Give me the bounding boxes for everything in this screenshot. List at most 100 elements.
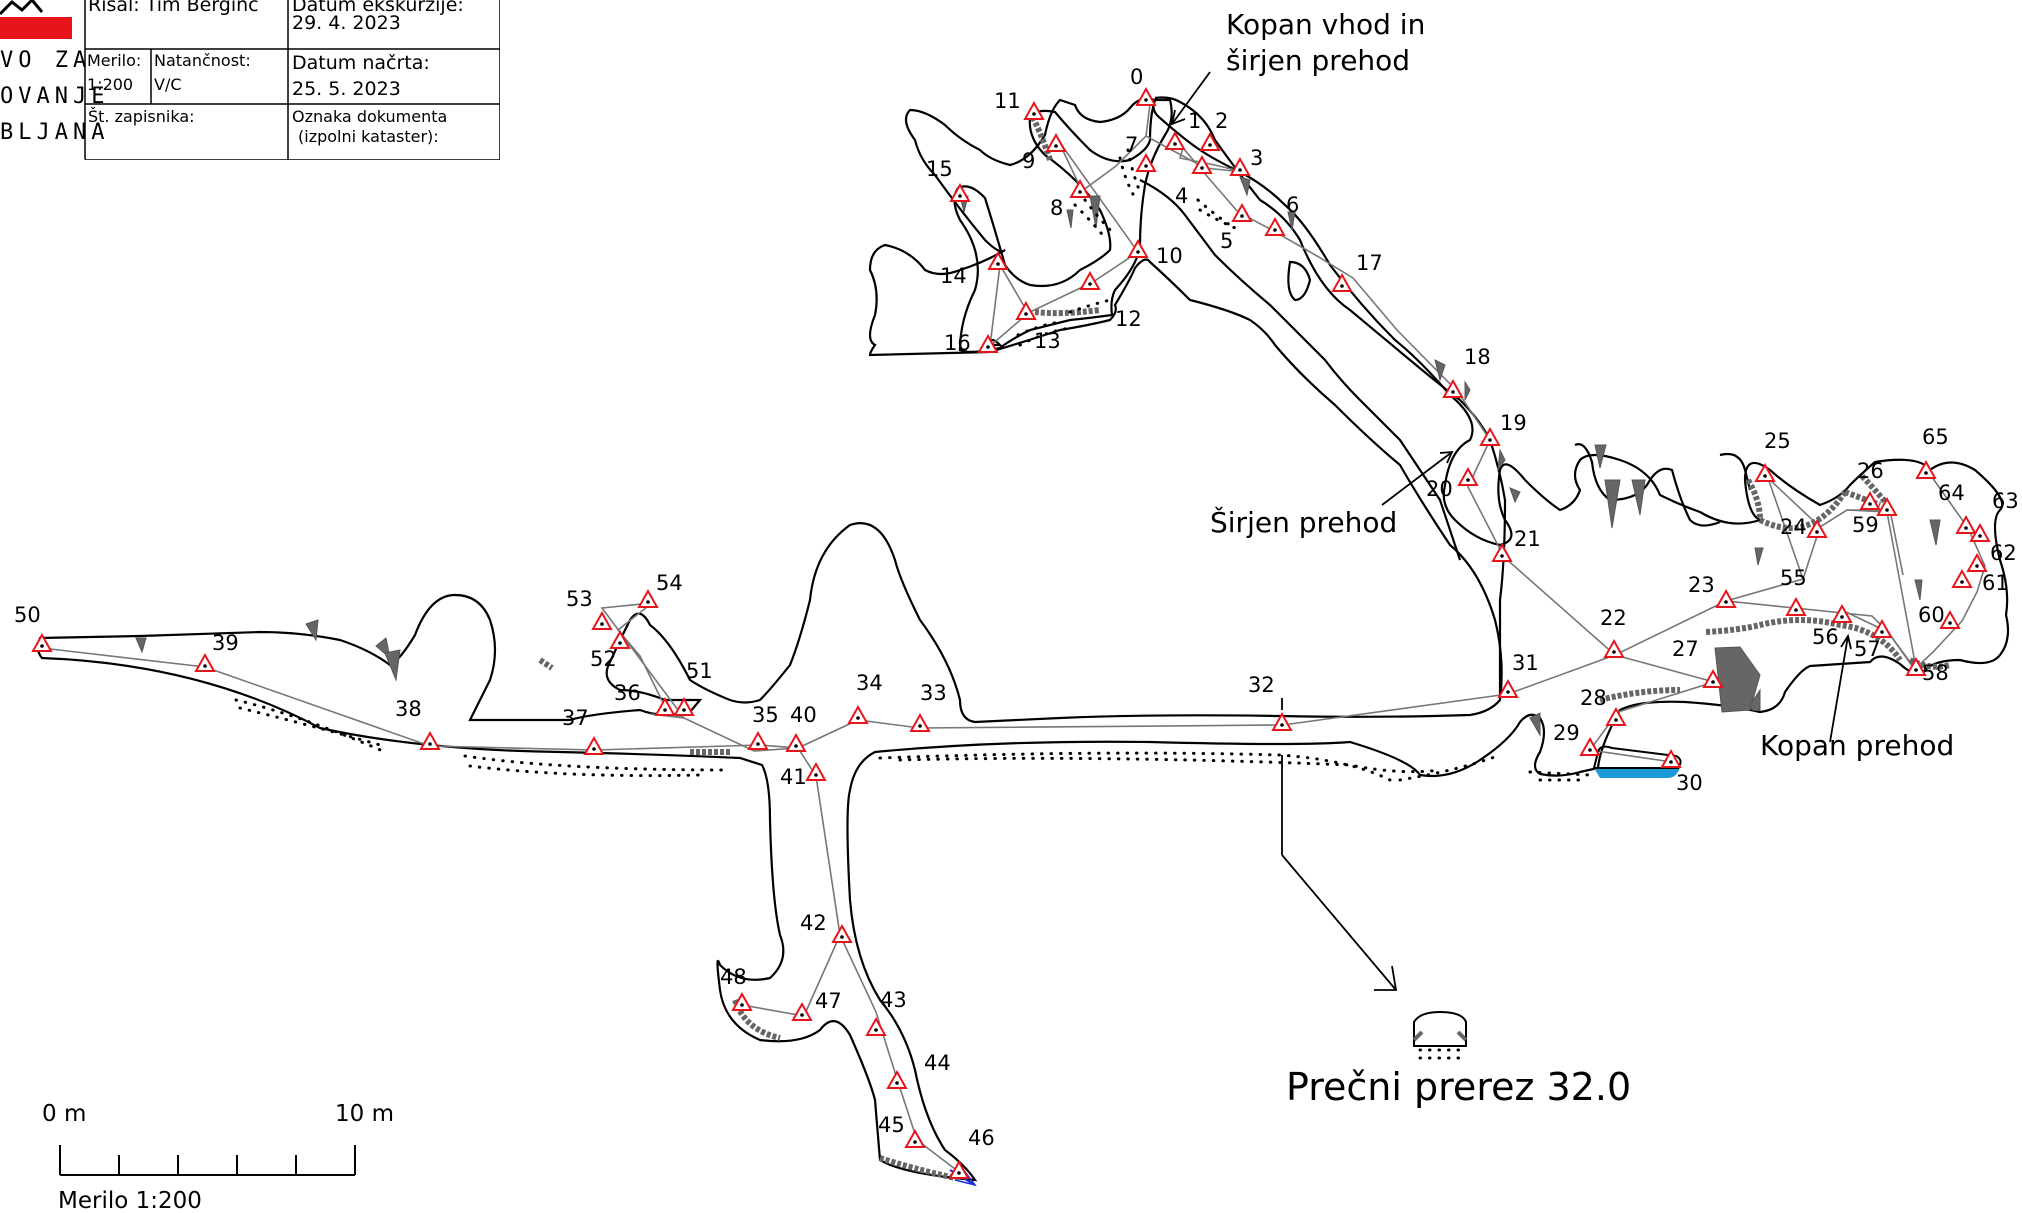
station-51-point <box>682 708 686 712</box>
station-65-point <box>1924 471 1928 475</box>
station-label-39: 39 <box>212 631 239 655</box>
station-label-47: 47 <box>815 989 842 1013</box>
station-64-icon <box>1955 514 1977 534</box>
station-52-icon <box>609 629 631 649</box>
station-53-point <box>600 622 604 626</box>
station-label-44: 44 <box>924 1051 951 1075</box>
dug-passage-note: Kopan prehod <box>1760 729 1954 762</box>
station-17-icon <box>1331 272 1353 292</box>
station-36-point <box>663 708 667 712</box>
station-14-icon <box>987 250 1009 270</box>
station-label-41: 41 <box>780 765 807 789</box>
station-12-icon <box>1079 270 1101 290</box>
station-label-53: 53 <box>566 587 593 611</box>
station-21-icon <box>1491 542 1513 562</box>
station-48-point <box>740 1003 744 1007</box>
station-label-2: 2 <box>1215 109 1228 133</box>
station-64-point <box>1964 526 1968 530</box>
station-0-point <box>1144 98 1148 102</box>
station-40-point <box>794 744 798 748</box>
station-1-point <box>1173 142 1177 146</box>
station-51-icon <box>673 696 695 716</box>
station-label-18: 18 <box>1464 345 1491 369</box>
station-32-icon <box>1271 711 1293 731</box>
station-label-48: 48 <box>720 965 747 989</box>
station-label-22: 22 <box>1600 606 1627 630</box>
station-label-32: 32 <box>1248 673 1275 697</box>
station-24-icon <box>1806 518 1828 538</box>
station-14-point <box>996 262 1000 266</box>
record-no-label: Št. zapisnika: <box>88 107 195 126</box>
station-label-13: 13 <box>1034 329 1061 353</box>
station-56-icon <box>1831 603 1853 623</box>
station-28-point <box>1614 718 1618 722</box>
station-24-point <box>1815 530 1819 534</box>
station-27-icon <box>1702 668 1724 688</box>
org-line-1: VO ZA <box>0 48 92 73</box>
station-label-58: 58 <box>1922 661 1949 685</box>
station-4-point <box>1200 166 1204 170</box>
station-16-icon <box>977 333 999 353</box>
station-32-point <box>1280 723 1284 727</box>
station-62-point <box>1975 564 1979 568</box>
station-48-icon <box>731 991 753 1011</box>
station-39-icon <box>194 652 216 672</box>
excursion-date-label: Datum ekskurzije: <box>292 0 464 16</box>
station-label-10: 10 <box>1156 244 1183 268</box>
station-15-icon <box>949 182 971 202</box>
station-41-icon <box>805 761 827 781</box>
station-label-17: 17 <box>1356 251 1383 275</box>
document-label: Oznaka dokumenta <box>292 107 448 126</box>
precision-value: V/C <box>154 75 182 94</box>
station-20-point <box>1466 478 1470 482</box>
station-label-40: 40 <box>790 703 817 727</box>
station-label-35: 35 <box>752 703 779 727</box>
station-label-60: 60 <box>1918 603 1945 627</box>
station-41-point <box>814 773 818 777</box>
station-label-21: 21 <box>1514 527 1541 551</box>
station-21-point <box>1500 554 1504 558</box>
station-label-9: 9 <box>1022 149 1035 173</box>
entrance-note-line1: Kopan vhod in <box>1226 8 1425 41</box>
station-42-icon <box>831 923 853 943</box>
org-line-3: BLJANA <box>0 120 110 145</box>
station-label-63: 63 <box>1992 489 2019 513</box>
station-label-55: 55 <box>1780 566 1807 590</box>
station-label-7: 7 <box>1125 133 1138 157</box>
station-label-36: 36 <box>614 681 641 705</box>
station-33-icon <box>909 712 931 732</box>
station-label-64: 64 <box>1938 481 1965 505</box>
station-label-56: 56 <box>1812 625 1839 649</box>
station-38-icon <box>419 730 441 750</box>
station-19-point <box>1488 438 1492 442</box>
org-line-2: OVANJE <box>0 84 110 109</box>
logo-mountain-icon <box>0 0 44 16</box>
station-7-point <box>1144 164 1148 168</box>
scale-label: Merilo: <box>87 51 142 70</box>
station-15-point <box>958 194 962 198</box>
station-6-point <box>1273 228 1277 232</box>
station-label-3: 3 <box>1250 146 1263 170</box>
scale-start-label: 0 m <box>42 1101 86 1127</box>
station-label-46: 46 <box>968 1126 995 1150</box>
scale-value: 1:200 <box>87 75 134 94</box>
station-58-icon <box>1905 656 1927 676</box>
station-30-icon <box>1660 748 1682 768</box>
station-31-point <box>1506 690 1510 694</box>
station-label-6: 6 <box>1286 193 1299 217</box>
station-55-icon <box>1785 596 1807 616</box>
station-37-icon <box>583 735 605 755</box>
station-16-point <box>986 345 990 349</box>
station-label-42: 42 <box>800 911 827 935</box>
station-12-point <box>1088 282 1092 286</box>
station-13-point <box>1024 312 1028 316</box>
station-57-point <box>1880 630 1884 634</box>
station-39-point <box>203 664 207 668</box>
station-25-point <box>1763 474 1767 478</box>
station-label-45: 45 <box>878 1113 905 1137</box>
station-28-icon <box>1605 706 1627 726</box>
station-2-icon <box>1199 131 1221 151</box>
station-46-icon <box>948 1159 970 1179</box>
